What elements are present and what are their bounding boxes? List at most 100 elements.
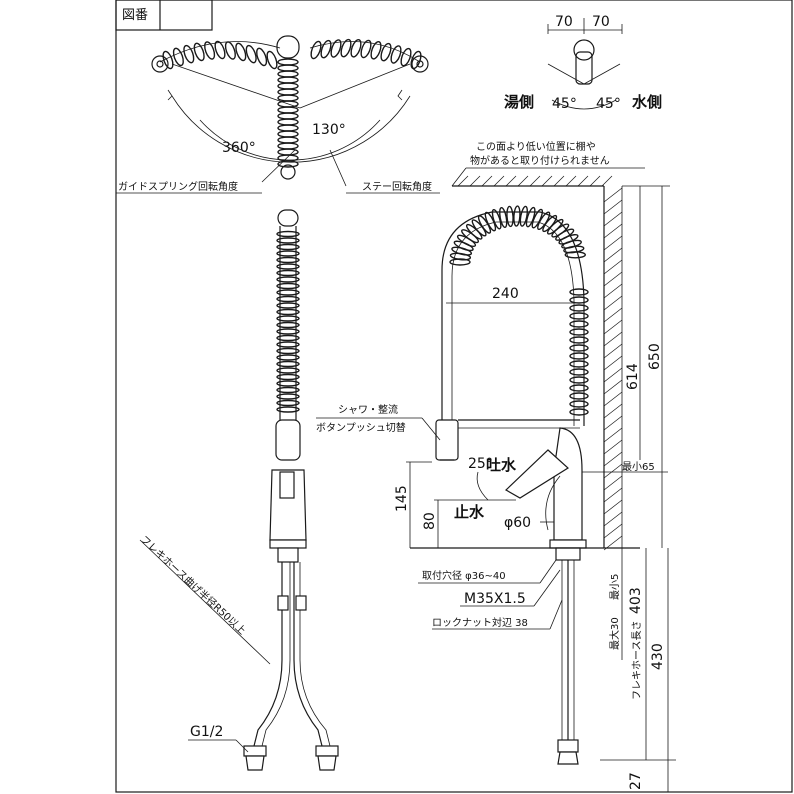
coil-loop: [276, 295, 300, 303]
hatch-line: [603, 367, 623, 383]
coil-loop: [569, 328, 589, 336]
coil-loop: [499, 206, 508, 229]
length-dim-403: 403: [628, 587, 644, 614]
coil-loop: [276, 328, 300, 335]
handle-lever: [575, 51, 593, 85]
thread-label: M35X1.5: [464, 591, 526, 607]
min-5-label: 最小5: [609, 574, 621, 600]
front-spray-head: [275, 419, 301, 461]
coil-loop: [276, 406, 300, 413]
hatch-line: [541, 175, 553, 187]
coil-loop: [276, 341, 300, 348]
coil-loop: [569, 392, 589, 400]
coil-loop: [276, 269, 300, 277]
height-dim-614: 614: [625, 363, 641, 390]
hatch-line: [603, 415, 623, 431]
coil-loop: [224, 41, 236, 60]
height-dim-80: 80: [422, 512, 438, 530]
cold-side-label: 水側: [632, 93, 662, 111]
hatch-line: [577, 175, 589, 187]
coil-loop: [276, 367, 300, 374]
coil-loop: [400, 47, 412, 67]
lever-handle: [505, 449, 569, 499]
coil-loop: [276, 237, 300, 244]
coil-loop: [569, 376, 589, 384]
coil-loop: [350, 39, 362, 58]
coil-loop: [320, 39, 332, 59]
coil-loop: [277, 160, 299, 168]
coil-loop: [277, 124, 299, 132]
hatch-line: [603, 259, 623, 275]
lock-nut-label: ロックナット対辺 38: [432, 616, 528, 629]
min-65-label: 最小65: [622, 461, 655, 473]
hatch-line: [505, 175, 517, 187]
coil-loop: [569, 360, 589, 368]
water-stop-label: 止水: [454, 503, 485, 521]
coil-loop: [245, 44, 257, 64]
coil-loop: [277, 106, 299, 114]
hatch-line: [603, 343, 623, 359]
arc-360: [171, 95, 411, 163]
hose-length-label: フレキホース長さ: [631, 621, 643, 701]
hatch-line: [469, 175, 481, 187]
coil-loop: [183, 44, 195, 64]
hatch-line: [603, 475, 623, 491]
coil-loop: [214, 40, 226, 60]
coil-loop: [310, 40, 322, 60]
mount-hole-label: 取付穴径 φ36~40: [422, 569, 506, 582]
hatch-line: [603, 331, 623, 347]
coil-loop: [277, 82, 299, 90]
coil-loop: [276, 334, 300, 342]
coil-loop: [204, 41, 216, 60]
top-view: 360° 130° ガイドスプリング回転角度 ステー回転角度: [116, 35, 440, 194]
spray-head: [435, 419, 459, 461]
coil-loop: [569, 344, 589, 352]
hatch-line: [603, 463, 623, 479]
coil-loop: [276, 354, 300, 361]
g-thread-label: G1/2: [190, 724, 223, 740]
wall-note-line2: 物があると取り付けられません: [470, 154, 610, 167]
coil-loop: [513, 205, 521, 227]
hatch-line: [603, 511, 623, 527]
coil-loop: [484, 211, 497, 232]
coil-loop: [276, 386, 300, 394]
coil-loop: [277, 148, 299, 156]
cold-hose: [293, 562, 323, 747]
coil-loop: [276, 321, 300, 329]
length-dim-27: 27: [628, 772, 644, 790]
coil-loop: [276, 373, 300, 381]
drawing-number-label: 図番: [122, 8, 148, 23]
guide-spring-angle-label: ガイドスプリング回転角度: [118, 180, 238, 193]
side-view: 240 シャワ・整流 ボタンプッシュ切替 25° 吐水 止水 φ60: [316, 185, 676, 792]
coil-loop: [276, 243, 300, 251]
coil-loop: [193, 42, 205, 62]
hatch-line: [603, 355, 623, 371]
hose-bend-radius-label: フレキホース曲げ半径R50以上: [138, 533, 249, 637]
hatch-line: [603, 187, 623, 203]
hatch-line: [603, 307, 623, 323]
coil-loop: [276, 263, 300, 270]
length-dim-430: 430: [650, 643, 666, 670]
angle-right-45: 45°: [596, 96, 621, 112]
hatch-line: [565, 175, 577, 187]
coil-loop: [277, 118, 299, 126]
handle-dim-right: 70: [592, 14, 610, 30]
hatch-line: [603, 247, 623, 263]
hatch-line: [589, 175, 601, 187]
coil-loop: [276, 276, 300, 283]
coil-loop: [276, 380, 300, 387]
coil-loop: [340, 38, 352, 58]
coil-loop: [569, 384, 589, 392]
shower-label-line2: ボタンプッシュ切替: [316, 421, 406, 434]
coil-loop: [569, 296, 589, 304]
hatch-line: [481, 175, 493, 187]
angle-130-label: 130°: [312, 122, 346, 138]
water-out-label: 吐水: [486, 456, 517, 474]
coil-loop: [277, 94, 299, 102]
coil-loop: [277, 76, 299, 84]
coil-loop: [277, 142, 299, 150]
wall-note-line1: この面より低い位置に棚や: [476, 140, 596, 153]
coil-loop: [519, 205, 529, 227]
coil-loop: [276, 289, 300, 296]
